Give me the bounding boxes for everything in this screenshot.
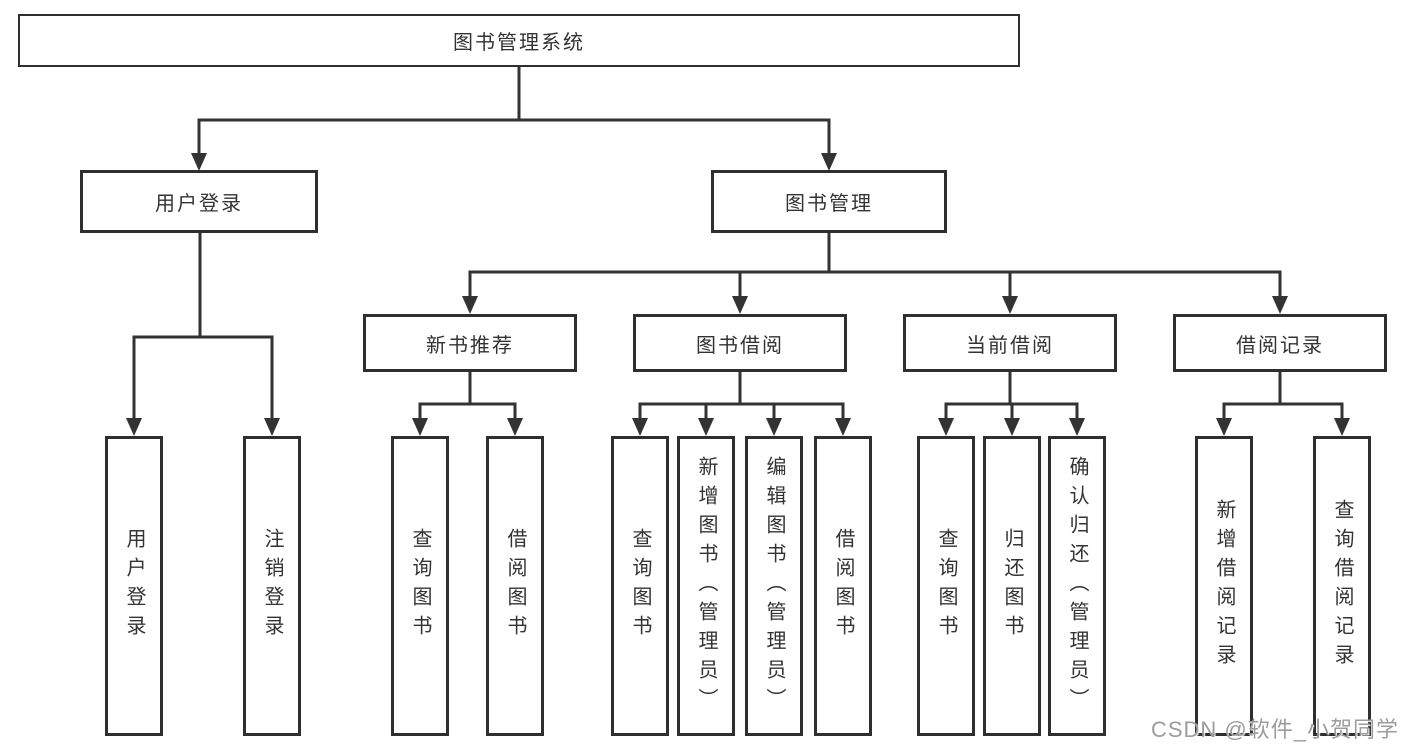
node-new-book-recommendation: 新书推荐 (363, 314, 577, 372)
leaf-label: 借阅图书 (504, 528, 526, 644)
arrowhead (632, 418, 648, 436)
leaf-label: 注销登录 (261, 528, 283, 644)
leaf-label: 查询借阅记录 (1331, 499, 1353, 673)
node-book-management: 图书管理 (711, 170, 947, 233)
node-book-borrowing: 图书借阅 (633, 314, 847, 372)
edge-borrow-to-leaves (638, 402, 845, 421)
arrowhead (766, 418, 782, 436)
node-library-management-system: 图书管理系统 (18, 14, 1020, 67)
arrowheads (126, 153, 1350, 436)
node-label: 用户登录 (155, 193, 243, 215)
arrowhead (1004, 418, 1020, 436)
arrowhead (1216, 418, 1232, 436)
leaf-query-books-borrow: 查询图书 (611, 436, 669, 736)
edge-newbooks-to-leaves (418, 402, 517, 421)
node-label: 图书管理系统 (453, 32, 585, 54)
leaf-label: 查询图书 (629, 528, 651, 644)
edge-userlogin-to-leaves (132, 335, 274, 421)
leaf-borrow-books: 借阅图书 (814, 436, 872, 736)
leaf-add-books-admin: 新增图书（管理员） (677, 436, 735, 736)
leaf-return-books: 归还图书 (983, 436, 1041, 736)
node-label: 新书推荐 (426, 334, 514, 357)
leaf-edit-books-admin: 编辑图书（管理员） (745, 436, 803, 736)
leaf-label: 归还图书 (1001, 528, 1023, 644)
leaf-borrow-books-recommend: 借阅图书 (486, 436, 544, 736)
leaf-label: 编辑图书（管理员） (763, 455, 785, 717)
arrowhead (126, 418, 142, 436)
arrowhead (821, 153, 837, 171)
edge-bookmgmt-to-level3 (468, 270, 1282, 299)
arrowhead (698, 418, 714, 436)
leaf-label: 借阅图书 (832, 528, 854, 644)
leaf-query-books-current: 查询图书 (917, 436, 975, 736)
leaf-label: 查询图书 (409, 528, 431, 644)
node-label: 图书借阅 (696, 334, 784, 357)
leaf-label: 确认归还（管理员） (1066, 455, 1088, 717)
arrowhead (412, 418, 428, 436)
leaf-query-borrow-record: 查询借阅记录 (1313, 436, 1371, 736)
leaf-label: 新增图书（管理员） (695, 455, 717, 717)
leaf-logout: 注销登录 (243, 436, 301, 736)
edge-root-to-level2 (197, 118, 831, 156)
node-label: 图书管理 (785, 193, 873, 215)
arrowhead (1272, 296, 1288, 314)
arrowhead (462, 296, 478, 314)
leaf-add-borrow-record: 新增借阅记录 (1195, 436, 1253, 736)
node-current-borrowing: 当前借阅 (903, 314, 1117, 372)
arrowhead (835, 418, 851, 436)
arrowhead (732, 296, 748, 314)
arrowhead (507, 418, 523, 436)
edge-records-to-leaves (1222, 402, 1344, 421)
arrowhead (264, 418, 280, 436)
leaf-label: 新增借阅记录 (1213, 499, 1235, 673)
arrowhead (1069, 418, 1085, 436)
arrowhead (1334, 418, 1350, 436)
leaf-label: 查询图书 (935, 528, 957, 644)
node-label: 当前借阅 (966, 334, 1054, 357)
arrowhead (1002, 296, 1018, 314)
csdn-watermark: CSDN @软件_小贺同学 (1150, 717, 1399, 742)
leaf-confirm-return-admin: 确认归还（管理员） (1048, 436, 1106, 736)
leaf-query-books-recommend: 查询图书 (391, 436, 449, 736)
node-borrowing-records: 借阅记录 (1173, 314, 1387, 372)
arrowhead (191, 153, 207, 171)
leaf-label: 用户登录 (123, 528, 145, 644)
node-user-login: 用户登录 (80, 170, 318, 233)
arrowhead (938, 418, 954, 436)
leaf-user-login: 用户登录 (105, 436, 163, 736)
node-label: 借阅记录 (1236, 334, 1324, 357)
